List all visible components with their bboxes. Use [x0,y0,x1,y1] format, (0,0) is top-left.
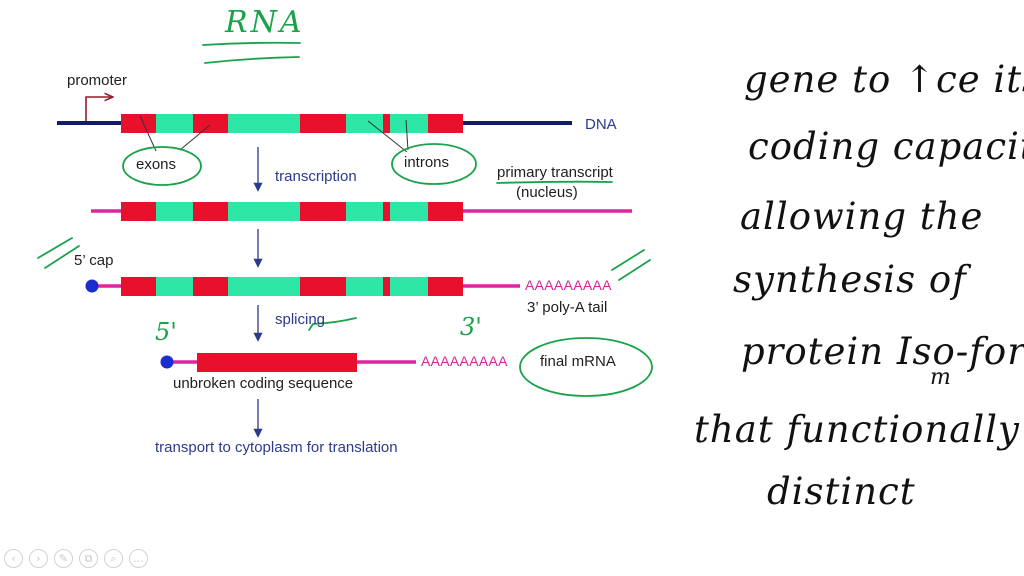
poly-a-ticks [611,249,651,281]
handwritten-note-line: synthesis of [733,258,967,301]
gene-segments [121,202,463,221]
unbroken-coding-sequence-label: unbroken coding sequence [173,375,354,392]
coding-sequence [197,353,357,372]
splicing-check [308,317,357,331]
exons-label: exons [136,156,177,173]
final-mrna-label: final mRNA [540,353,616,370]
intron-segment [346,202,383,221]
five-prime-cap [85,279,99,293]
handwritten-note-line: that functionally [694,408,1020,451]
primary-transcript-underline [496,180,613,184]
handwritten-note-line: allowing the [740,195,984,238]
transport-label: transport to cytoplasm for translation [155,439,398,456]
exon-segment [383,114,390,133]
more-icon[interactable]: … [129,549,148,568]
exon-segment [300,202,346,221]
intron-segment [346,277,383,296]
handwritten-superscript: m [930,365,952,390]
rna-heading-underline [204,56,300,64]
five-prime-cap-label: 5’ cap [74,252,114,269]
exon-segment [428,277,463,296]
intron-segment [156,202,193,221]
intron-pointer [405,119,409,151]
exon-segment [383,277,390,296]
exon-segment [300,277,346,296]
slide-toolbar: ‹ › ✎ ⧉ ⌕ … [4,549,148,568]
exons-circle [122,146,202,186]
intron-segment [346,114,383,133]
handwritten-note-line: distinct [767,470,916,513]
pen-icon[interactable]: ✎ [54,549,73,568]
rna-heading: RNA [225,5,305,40]
exon-pointer [139,115,157,152]
promoter-label: promoter [67,72,128,89]
primary-transcript-row [91,202,632,221]
exon-segment [428,202,463,221]
previous-icon[interactable]: ‹ [4,549,23,568]
final-mrna-circle [519,337,653,397]
green-annotations [37,41,653,397]
intron-segment [228,202,300,221]
intron-segment [156,277,193,296]
gene-segments [121,277,463,296]
transcription-label: transcription [275,168,357,185]
exon-segment [300,114,346,133]
exon-segment [121,114,156,133]
mature-mrna-row [160,353,416,372]
nucleus-label: (nucleus) [516,184,578,201]
exon-segment [193,202,228,221]
exon-segment [193,114,228,133]
exon-segment [121,277,156,296]
poly-a-sequence: AAAAAAAAA [525,277,612,293]
intron-segment [390,277,428,296]
intron-segment [156,114,193,133]
promoter-arrow [85,97,112,121]
gene-segments [121,114,463,133]
intron-segment [390,202,428,221]
introns-label: introns [404,154,450,171]
poly-a-sequence: AAAAAAAAA [421,353,508,369]
five-prime-annotation: 5' [155,318,177,346]
intron-segment [228,277,300,296]
handwritten-note-line: gene to ↑ce its [744,58,1024,101]
primary-transcript-label: primary transcript [497,164,613,181]
capped-transcript-row [85,277,520,296]
introns-circle [391,143,477,185]
handwritten-note-line: protein Iso-for [741,330,1024,373]
intron-segment [228,114,300,133]
dna-label: DNA [585,116,617,133]
exon-segment [193,277,228,296]
exon-segment [428,114,463,133]
splicing-label: splicing [275,311,326,328]
next-icon[interactable]: › [29,549,48,568]
three-prime-annotation: 3' [460,313,482,341]
exon-segment [121,202,156,221]
copy-icon[interactable]: ⧉ [79,549,98,568]
zoom-icon[interactable]: ⌕ [104,549,123,568]
rna-heading-underline [202,41,301,46]
exon-segment [383,202,390,221]
intron-segment [390,114,428,133]
handwritten-note-line: coding capacity [748,125,1024,168]
intron-pointer [367,120,408,153]
exon-pointer [179,124,211,151]
dna-row [57,97,572,153]
five-prime-cap-ticks [37,237,80,269]
five-prime-cap [160,355,174,369]
poly-a-tail-label: 3’ poly-A tail [527,299,608,316]
